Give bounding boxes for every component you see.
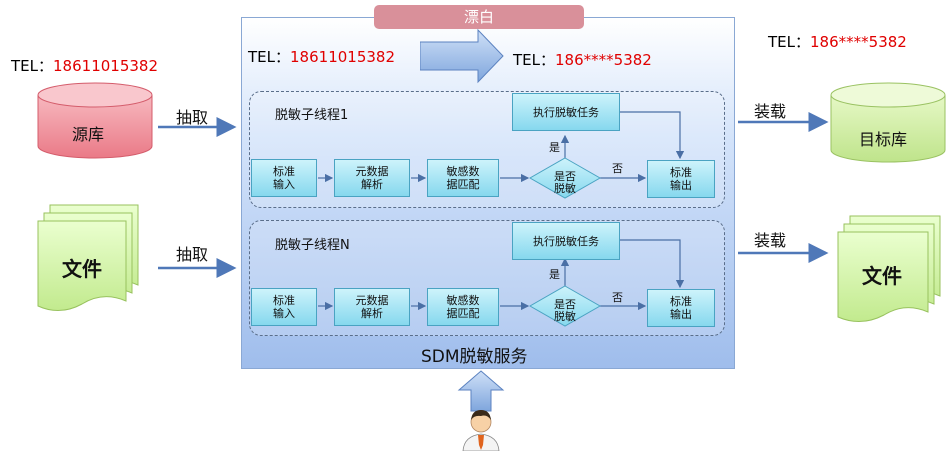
step-standard-input: 标准 输入	[251, 159, 317, 197]
target-doc-stack	[837, 215, 941, 322]
source-db-cylinder	[37, 82, 153, 159]
banner-label: 漂白	[374, 5, 584, 29]
decision-label: 是否 脱敏	[554, 298, 576, 323]
source-tel: TEL：18611015382	[11, 57, 158, 75]
thread-n-title: 脱敏子线程N	[275, 238, 350, 253]
step-standard-output: 标准 输出	[647, 160, 715, 198]
no-label: 否	[612, 291, 623, 304]
step-mask-task: 执行脱敏任务	[512, 222, 620, 260]
extract-label-top: 抽取	[176, 108, 209, 127]
extract-label-bottom: 抽取	[176, 245, 209, 264]
target-file-label: 文件	[862, 264, 902, 288]
step-sensitive-match: 敏感数 据匹配	[427, 159, 499, 197]
target-db-cylinder	[830, 82, 946, 163]
decision-diamond	[528, 285, 602, 327]
service-title: SDM脱敏服务	[421, 347, 528, 367]
source-file-label: 文件	[62, 257, 102, 281]
step-mask-task: 执行脱敏任务	[512, 93, 620, 131]
yes-label: 是	[549, 141, 560, 154]
decision-diamond	[528, 157, 602, 199]
source-db-label: 源库	[72, 125, 105, 144]
user-icon	[462, 410, 500, 451]
service-tel-out: TEL：186****5382	[513, 51, 652, 69]
load-label-bottom: 装载	[754, 231, 787, 250]
target-tel: TEL：186****5382	[768, 33, 907, 51]
load-label-top: 装载	[754, 102, 787, 121]
step-standard-output: 标准 输出	[647, 289, 715, 327]
step-sensitive-match: 敏感数 据匹配	[427, 288, 499, 326]
thread-1-title: 脱敏子线程1	[275, 108, 349, 123]
target-db-label: 目标库	[859, 130, 908, 149]
step-standard-input: 标准 输入	[251, 288, 317, 326]
no-label: 否	[612, 162, 623, 175]
step-metadata-parse: 元数据 解析	[334, 288, 410, 326]
source-doc-stack	[37, 204, 139, 311]
decision-label: 是否 脱敏	[554, 170, 576, 195]
service-tel-in: TEL：18611015382	[248, 48, 395, 66]
step-metadata-parse: 元数据 解析	[334, 159, 410, 197]
transform-arrow	[420, 28, 504, 84]
yes-label: 是	[549, 268, 560, 281]
